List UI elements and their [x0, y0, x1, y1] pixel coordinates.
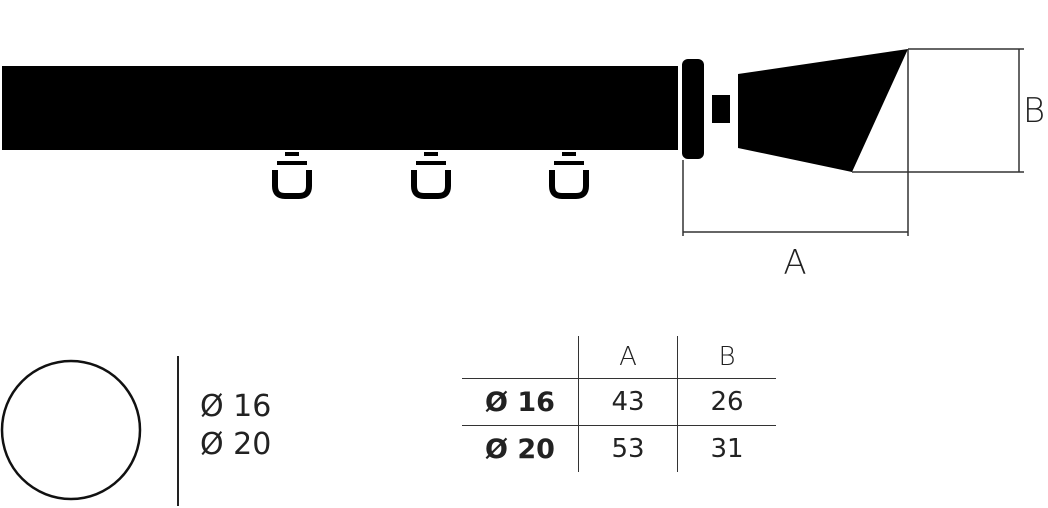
cross-section-circle — [0, 359, 142, 501]
dimension-b-label: B — [1023, 91, 1045, 131]
table-header-row: A B — [462, 336, 776, 379]
legend-item-16: Ø 16 — [200, 389, 272, 424]
glide-ring-1 — [272, 152, 312, 199]
diameter-legend: Ø 16 Ø 20 — [200, 388, 271, 464]
glide-ring-3 — [549, 152, 589, 199]
dimension-a-label: A — [783, 243, 806, 283]
cell-a: 43 — [578, 378, 678, 426]
dimension-a — [682, 49, 909, 236]
row-label: Ø 16 — [462, 378, 579, 426]
rod-bar — [2, 66, 678, 150]
finial — [738, 49, 908, 172]
legend-item-20: Ø 20 — [200, 427, 272, 462]
column-header-a: A — [578, 336, 678, 379]
table-row: Ø 20 53 31 — [462, 425, 776, 472]
table-corner — [462, 336, 579, 379]
glide-ring-2 — [411, 152, 451, 199]
connector-block — [712, 95, 730, 123]
cell-a: 53 — [578, 425, 678, 472]
end-ring — [682, 59, 704, 159]
cell-b: 26 — [677, 378, 776, 426]
column-header-b: B — [718, 342, 736, 372]
table-row: Ø 16 43 26 — [462, 378, 776, 426]
row-label: Ø 20 — [462, 425, 579, 472]
dimension-b — [852, 48, 1024, 173]
cell-b: 31 — [677, 425, 776, 472]
dimension-table: A B Ø 16 43 26 Ø 20 53 31 — [462, 336, 776, 472]
